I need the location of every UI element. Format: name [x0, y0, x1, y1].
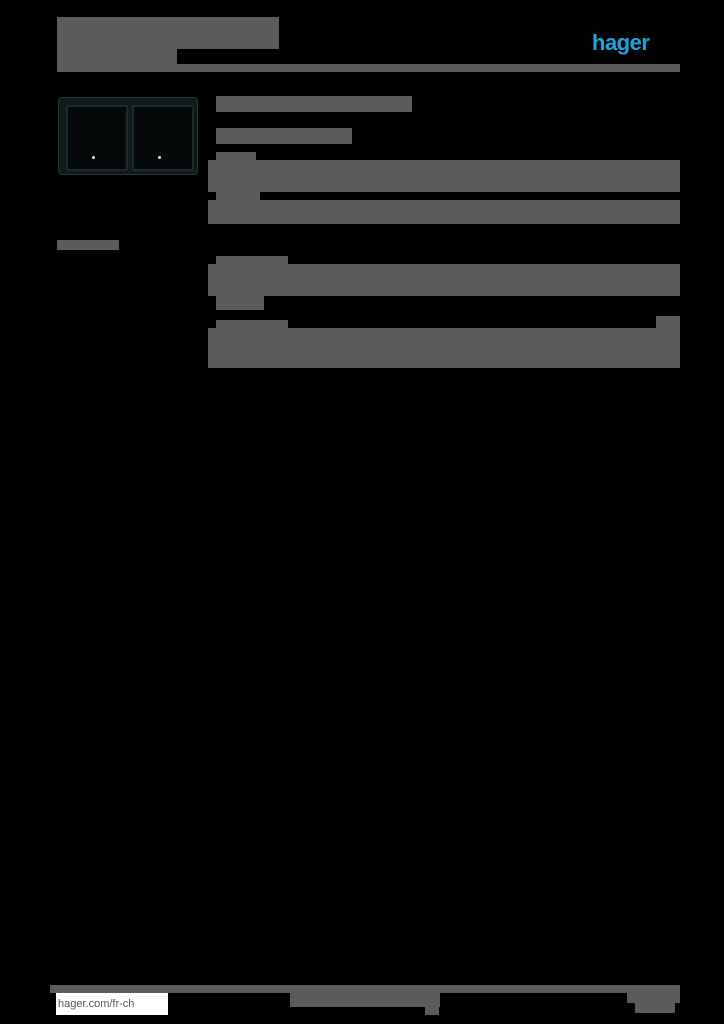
product-subtitle [216, 128, 352, 144]
header-title-line-1 [57, 17, 279, 37]
section-2-row-2 [208, 328, 680, 368]
screw-hole-icon [92, 156, 95, 159]
section-2-value [656, 316, 680, 328]
header-rule [57, 64, 680, 72]
section-1-heading [216, 152, 256, 162]
section-1-row-1 [208, 160, 680, 192]
screw-hole-icon [158, 156, 161, 159]
footer-page-number-2 [635, 1003, 675, 1013]
footer-page-number [627, 993, 680, 1003]
header-title-line-2 [57, 37, 279, 49]
section-1-label [216, 192, 260, 200]
section-2-heading [216, 256, 288, 266]
footer-center-text [290, 993, 440, 1007]
hager-logo: hager [592, 30, 650, 55]
footer-url-link[interactable]: hager.com/fr-ch [56, 993, 168, 1015]
section-2-row-1 [208, 264, 680, 296]
section-2-label [216, 296, 264, 310]
product-name [216, 96, 412, 112]
double-flush-box-image [58, 97, 198, 175]
footer-center-mark [425, 1007, 439, 1015]
section-1-row-2 [208, 200, 680, 224]
section-2-subheading [216, 320, 288, 328]
box-cell-right [132, 105, 194, 171]
footer-rule [50, 985, 680, 993]
header-title-line-3 [57, 49, 177, 64]
box-cell-left [66, 105, 128, 171]
sidebar-label [57, 240, 119, 250]
